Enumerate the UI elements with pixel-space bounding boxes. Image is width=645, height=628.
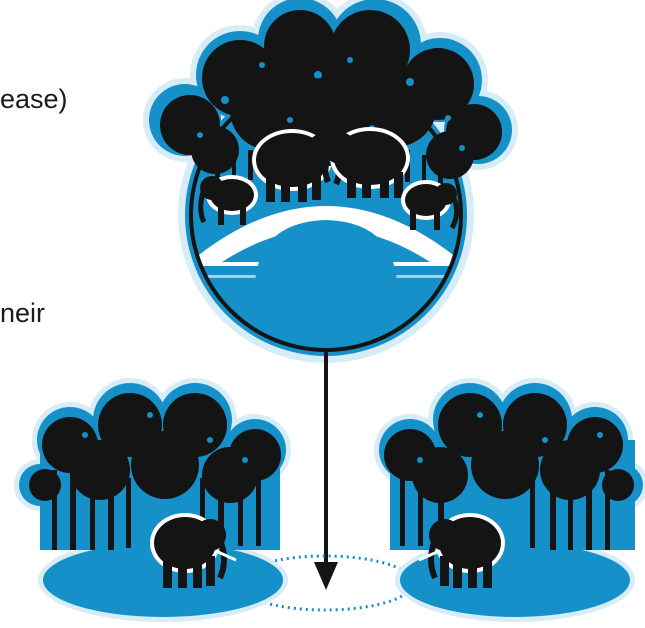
partial-text-line-1: ease) — [0, 84, 68, 114]
left-forest-patch — [14, 378, 291, 622]
down-arrow-icon — [314, 350, 338, 590]
right-elephant-icon — [418, 513, 505, 588]
left-elephant-icon — [150, 513, 237, 588]
top-forest-scene — [143, 0, 518, 363]
partial-text-line-2: neir — [0, 298, 46, 328]
right-forest-patch — [374, 378, 645, 622]
elephant-herd-icon — [198, 127, 460, 230]
